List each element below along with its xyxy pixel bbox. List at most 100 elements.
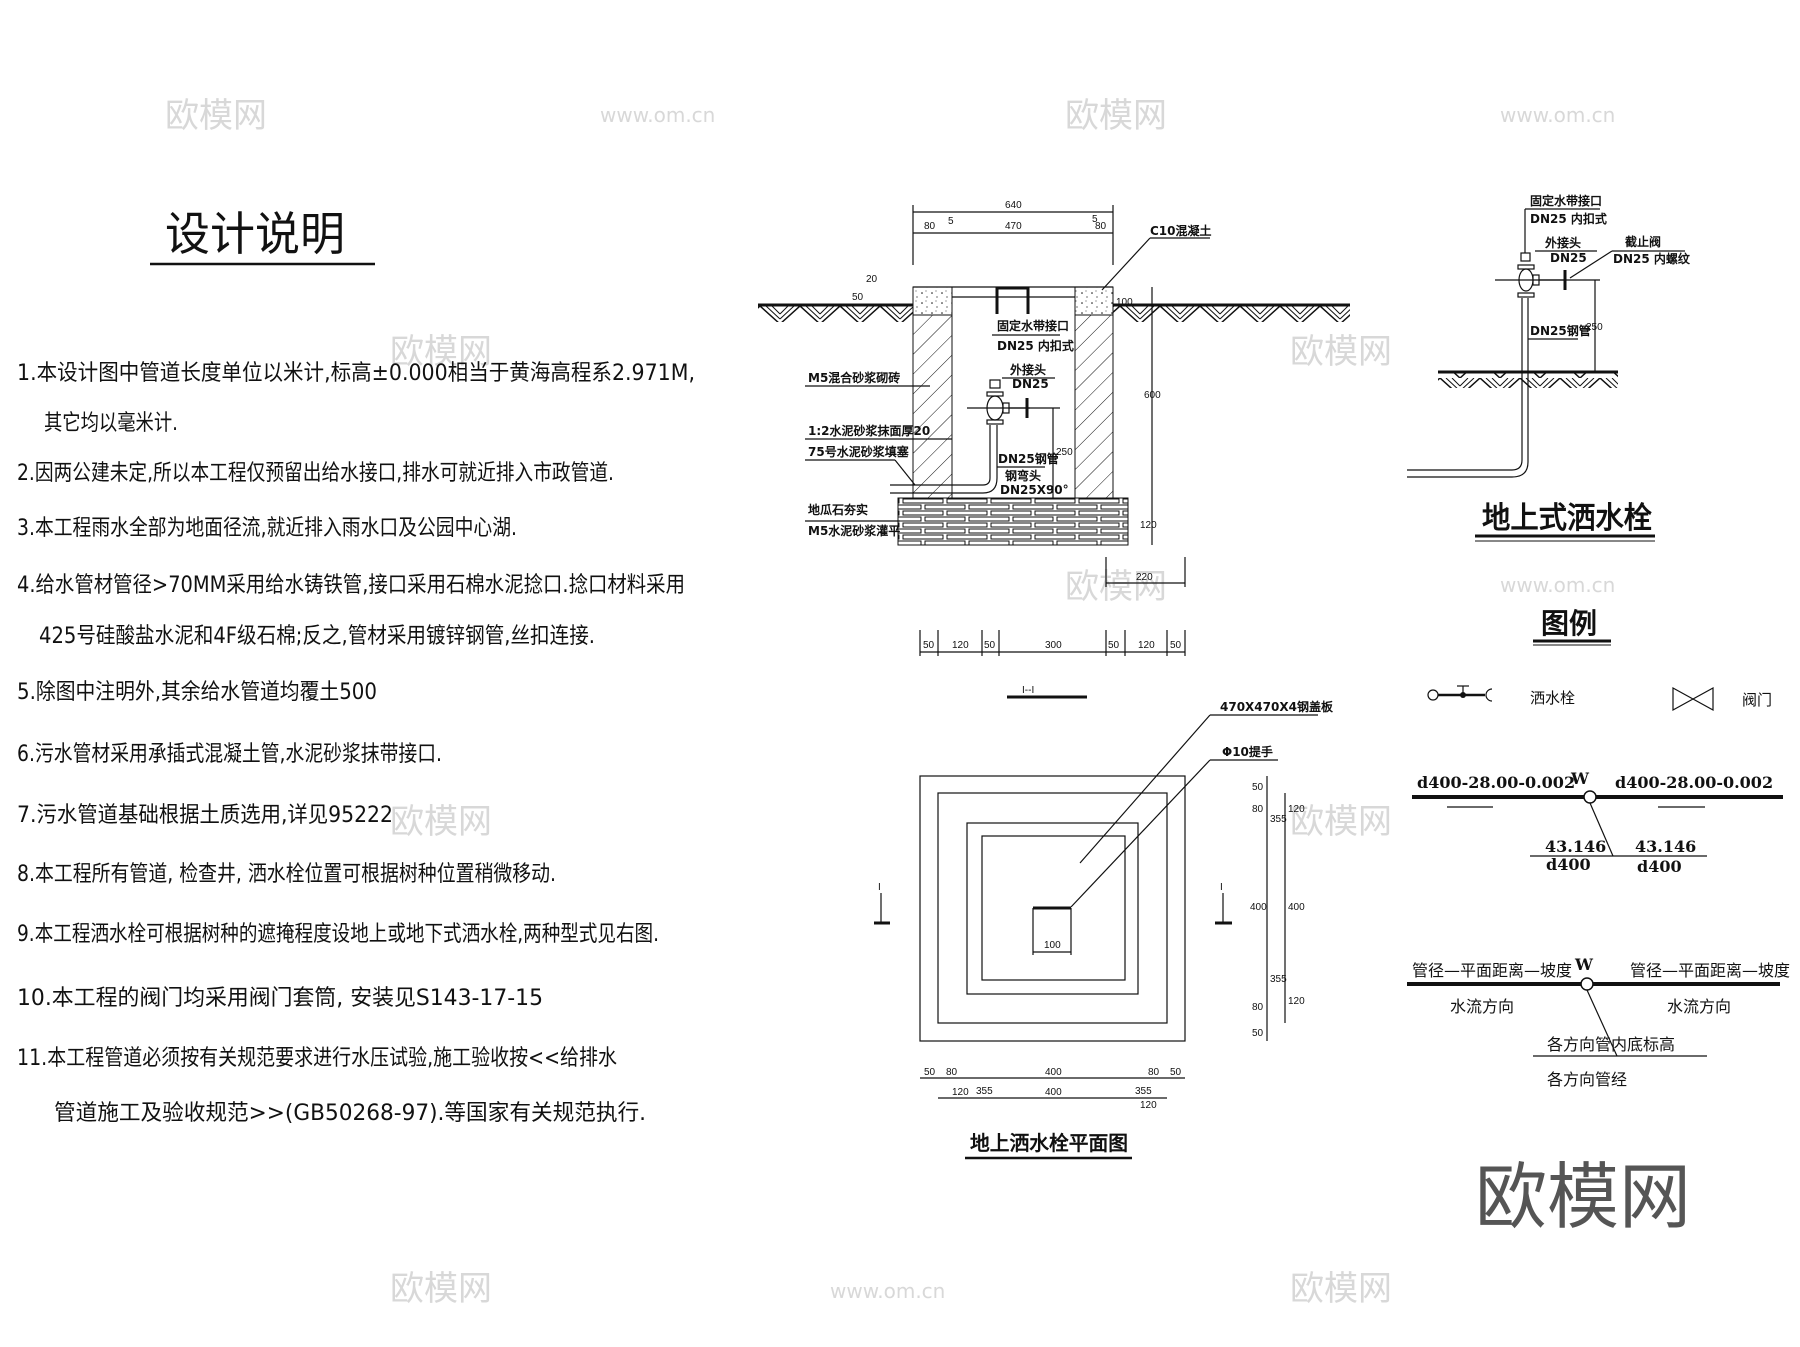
dim-label: 80	[1148, 1067, 1160, 1078]
label-ext-joint: 外接头	[1545, 235, 1581, 250]
watermark-url: www.om.cn	[830, 1279, 945, 1303]
legend-invert: 各方向管内底标高	[1547, 1035, 1675, 1054]
dim-label: 80	[1095, 221, 1107, 232]
dim-label: 120	[952, 640, 969, 651]
dim-label: 355	[1270, 814, 1287, 825]
label-steel-pipe: DN25钢管	[998, 451, 1059, 466]
dim-label: 80	[1252, 804, 1264, 815]
dim-label: 5	[948, 216, 954, 227]
label-fill: 75号水泥砂浆填塞	[808, 444, 910, 459]
watermark-logo: 欧模网	[390, 332, 492, 372]
section-mark: I	[1220, 882, 1223, 893]
watermark-url: www.om.cn	[600, 103, 715, 127]
watermark-logo: 欧模网	[390, 802, 492, 842]
dim-label: 50	[852, 292, 864, 303]
notes-title: 设计说明	[165, 207, 345, 261]
manhole-icon	[1583, 790, 1597, 804]
dim-label: 50	[924, 1067, 936, 1078]
legend-pipe-right: d400-28.00-0.002	[1615, 773, 1773, 792]
legend-flow-right: 水流方向	[1667, 997, 1731, 1016]
dim-label: 50	[984, 640, 996, 651]
label-hose-outlet: 固定水带接口	[1530, 193, 1602, 208]
legend-sprinkler-label: 洒水栓	[1530, 689, 1575, 707]
legend-elev-right: 43.146	[1635, 837, 1696, 856]
dim-label: 640	[1005, 200, 1022, 211]
dim-label: 220	[1136, 572, 1153, 583]
legend-flow-left: 水流方向	[1450, 997, 1514, 1016]
dim-label: 400	[1250, 902, 1267, 913]
watermark-logo-large: 欧模网	[1475, 1155, 1691, 1239]
dim-label: 250	[1586, 322, 1603, 333]
dim-label: 50	[1108, 640, 1120, 651]
watermark-logo: 欧模网	[390, 1269, 492, 1309]
legend-w: W	[1570, 769, 1590, 788]
dim-label: 80	[1252, 1002, 1264, 1013]
legend: 图例 洒水栓 阀门 d400-28.00-0.002 W d400-28.00-…	[1407, 607, 1790, 1089]
dim-label: 400	[1045, 1067, 1062, 1078]
label-c10: C10混凝土	[1150, 223, 1212, 238]
label-dn25-inner: DN25 内扣式	[997, 338, 1074, 353]
above-ground-title: 地上式洒水栓	[1482, 501, 1652, 536]
plan-title: 地上洒水栓平面图	[970, 1131, 1128, 1155]
dim-label: 355	[1135, 1086, 1152, 1097]
dim-label: 400	[1288, 902, 1305, 913]
dim-label: 100	[1116, 297, 1133, 308]
legend-diameter: 各方向管经	[1547, 1070, 1627, 1089]
plan-view: 100 470X470X4钢盖板 Φ10提手 I I 50 80 355 120…	[874, 699, 1334, 1160]
label-dn25: DN25	[1012, 377, 1049, 391]
legend-elev-left: 43.146	[1545, 837, 1606, 856]
steel-cover-plate	[966, 822, 1139, 995]
dim-label: 20	[866, 274, 878, 285]
legend-valve-label: 阀门	[1742, 691, 1772, 709]
label-brick: M5混合砂浆砌砖	[808, 370, 900, 385]
above-ground-hydrant: 250 固定水带接口 DN25 内扣式 外接头 DN25 截止阀 DN25 内螺…	[1407, 193, 1691, 542]
dim-label: 120	[1140, 1100, 1157, 1111]
note-line: 11.本工程管道必须按有关规范要求进行水压试验,施工验收按<<给排水	[17, 1046, 617, 1071]
dim-label: 80	[946, 1067, 958, 1078]
watermark-url: www.om.cn	[1500, 103, 1615, 127]
legend-dia-right: d400	[1637, 857, 1682, 876]
watermark-logo: 欧模网	[1290, 332, 1392, 372]
concrete-cap	[912, 286, 953, 316]
section-mark: I--I	[1022, 685, 1034, 696]
legend-dia-left: d400	[1546, 855, 1591, 874]
steel-pipe	[1407, 298, 1529, 478]
label-dn25: DN25	[1550, 251, 1587, 265]
dim-label: 120	[1288, 804, 1305, 815]
label-dn25-thread: DN25 内螺纹	[1613, 251, 1691, 266]
brick-wall-left	[912, 314, 953, 499]
label-elbow: 钢弯头	[1005, 468, 1041, 483]
note-line: 其它均以毫米计.	[44, 411, 178, 436]
dim-label: 250	[1056, 447, 1073, 458]
valve-icon	[967, 379, 1060, 425]
note-line: 管道施工及验收规范>>(GB50268-97).等国家有关规范执行.	[54, 1101, 646, 1126]
brick-wall-right	[1074, 314, 1114, 499]
legend-generic-right: 管径—平面距离—坡度	[1630, 961, 1790, 980]
note-line: 3.本工程雨水全部为地面径流,就近排入雨水口及公园中心湖.	[17, 516, 517, 541]
dim-label: 120	[1140, 520, 1157, 531]
ground-hatch	[1113, 305, 1350, 322]
label-handle: Φ10提手	[1222, 744, 1273, 759]
legend-title: 图例	[1541, 607, 1597, 640]
valve-icon	[1495, 252, 1600, 298]
steel-pipe	[890, 425, 998, 494]
watermark-logo: 欧模网	[1065, 567, 1167, 607]
handle	[995, 286, 1030, 314]
sprinkler-symbol-icon	[1427, 685, 1493, 702]
label-mortar: M5水泥砂浆灌平	[808, 523, 900, 538]
legend-generic-left: 管径—平面距离—坡度	[1412, 961, 1572, 980]
watermark-logo: 欧模网	[1290, 802, 1392, 842]
note-line: 8.本工程所有管道, 检查井, 洒水栓位置可根据树种位置稍微移动.	[17, 862, 556, 887]
concrete-cap	[1074, 286, 1114, 316]
section-view: 640 80 470 80 5 5 50 20 100 600 120 250 …	[758, 200, 1350, 699]
note-line: 2.因两公建未定,所以本工程仅预留出给水接口,排水可就近排入市政管道.	[17, 461, 614, 486]
note-line: 10.本工程的阀门均采用阀门套筒, 安装见S143-17-15	[17, 986, 543, 1011]
watermark-logo: 欧模网	[1065, 96, 1167, 136]
dim-label: 50	[1170, 640, 1182, 651]
note-line: 6.污水管材采用承插式混凝土管,水泥砂浆抹带接口.	[17, 742, 442, 767]
dim-label: 300	[1045, 640, 1062, 651]
label-stop-valve: 截止阀	[1625, 234, 1661, 249]
valve-symbol-icon	[1672, 686, 1714, 712]
label-plaster: 1:2水泥砂浆抹面厚20	[808, 423, 930, 438]
